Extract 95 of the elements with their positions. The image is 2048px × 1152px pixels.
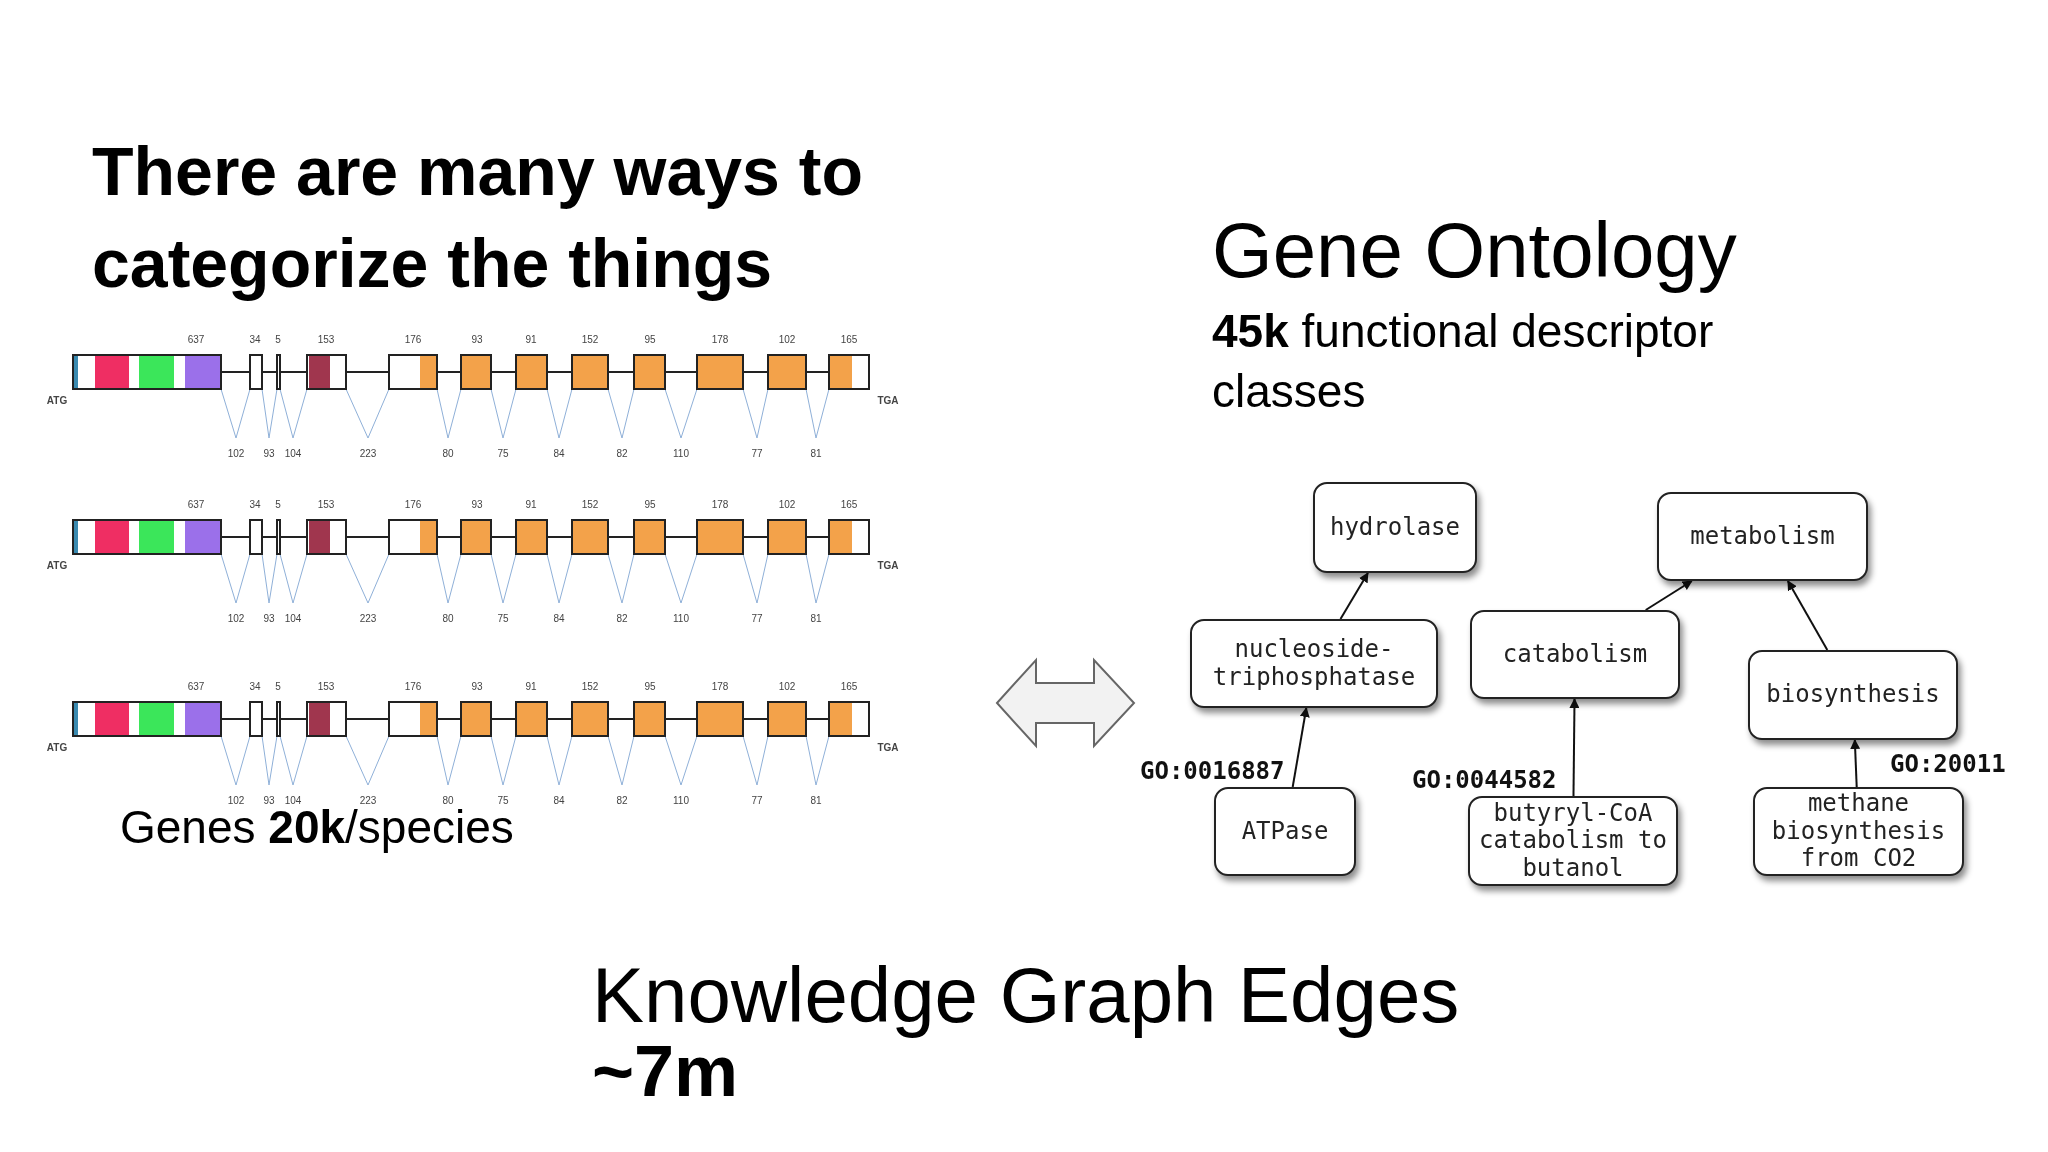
codon-label: TGA: [877, 395, 899, 406]
slide-title: There are many ways to categorize the things: [92, 132, 864, 303]
section-heading: Gene Ontology: [1212, 205, 1737, 296]
intron-length-label: 110: [673, 448, 689, 459]
intron-length-label: 81: [810, 448, 822, 459]
intron-length-label: 93: [263, 613, 275, 624]
exon-length-label: 93: [471, 499, 483, 510]
term-box: hydrolase: [1313, 482, 1477, 573]
intron-length-label: 82: [616, 795, 628, 806]
go-id-label: GO:20011: [1890, 750, 2006, 778]
exon-length-label: 153: [317, 499, 335, 510]
intron-length-label: 110: [673, 613, 689, 624]
exon-length-label: 95: [644, 681, 656, 692]
exon-length-label: 5: [275, 334, 281, 345]
intron-length-label: 80: [442, 795, 454, 806]
term-box: metabolism: [1657, 492, 1868, 581]
exon-length-label: 178: [711, 681, 729, 692]
intron-length-label: 104: [284, 613, 302, 624]
arrow: [1786, 580, 1829, 651]
intron-length-label: 81: [810, 795, 822, 806]
arrow: [1850, 739, 1861, 788]
intron-length-label: 223: [359, 613, 377, 624]
exon-length-label: 5: [275, 499, 281, 510]
exon-length-label: 637: [187, 334, 205, 345]
exon-length-label: 176: [404, 499, 422, 510]
description-text: 45k functional descriptor classes: [1212, 304, 1715, 419]
exon-length-label: 153: [317, 334, 335, 345]
intron-length-label: 81: [810, 613, 822, 624]
intron-length-label: 110: [673, 795, 689, 806]
exon-length-label: 93: [471, 334, 483, 345]
codon-label: ATG: [46, 742, 68, 753]
arrow: [1644, 580, 1693, 611]
exon-length-label: 91: [525, 681, 537, 692]
exon-length-label: 176: [404, 334, 422, 345]
intron-length-label: 104: [284, 448, 302, 459]
intron-length-label: 102: [227, 448, 245, 459]
intron-length-label: 80: [442, 448, 454, 459]
codon-label: ATG: [46, 560, 68, 571]
intron-length-label: 223: [359, 448, 377, 459]
exon-length-label: 178: [711, 334, 729, 345]
exon-length-label: 637: [187, 499, 205, 510]
exon-length-label: 165: [840, 681, 858, 692]
exon-length-label: 91: [525, 499, 537, 510]
exon-length-label: 637: [187, 681, 205, 692]
go-id-label: GO:0044582: [1412, 766, 1557, 794]
exon-length-label: 95: [644, 499, 656, 510]
intron-length-label: 75: [497, 613, 509, 624]
intron-length-label: 223: [359, 795, 377, 806]
exon-length-label: 95: [644, 334, 656, 345]
intron-length-label: 104: [284, 795, 302, 806]
exon-length-label: 34: [249, 681, 261, 692]
arrow: [1339, 572, 1369, 620]
codon-label: TGA: [877, 742, 899, 753]
intron-length-label: 84: [553, 448, 565, 459]
exon-length-label: 5: [275, 681, 281, 692]
exon-length-label: 176: [404, 681, 422, 692]
intron-length-label: 75: [497, 448, 509, 459]
intron-length-label: 102: [227, 795, 245, 806]
term-box: methane biosynthesis from CO2: [1753, 787, 1964, 876]
arrow: [1291, 707, 1310, 788]
intron-length-label: 82: [616, 613, 628, 624]
term-box: ATPase: [1214, 787, 1356, 876]
intron-length-label: 82: [616, 448, 628, 459]
intron-length-label: 75: [497, 795, 509, 806]
intron-length-label: 77: [751, 448, 763, 459]
exon-length-label: 152: [581, 681, 599, 692]
exon-length-label: 102: [778, 334, 796, 345]
intron-length-label: 93: [263, 795, 275, 806]
intron-length-label: 77: [751, 795, 763, 806]
exon-length-label: 102: [778, 499, 796, 510]
codon-label: TGA: [877, 560, 899, 571]
exon-length-label: 102: [778, 681, 796, 692]
term-box: butyryl-CoA catabolism to butanol: [1468, 796, 1678, 886]
exon-length-label: 165: [840, 499, 858, 510]
exon-length-label: 152: [581, 334, 599, 345]
exon-length-label: 34: [249, 499, 261, 510]
intron-length-label: 80: [442, 613, 454, 624]
exon-length-label: 153: [317, 681, 335, 692]
intron-length-label: 93: [263, 448, 275, 459]
exon-length-label: 91: [525, 334, 537, 345]
arrow: [1569, 698, 1580, 797]
go-id-label: GO:0016887: [1140, 757, 1285, 785]
intron-length-label: 77: [751, 613, 763, 624]
exon-length-label: 178: [711, 499, 729, 510]
exon-length-label: 152: [581, 499, 599, 510]
term-box: nucleoside-triphosphatase: [1190, 619, 1438, 708]
intron-length-label: 102: [227, 613, 245, 624]
exon-length-label: 165: [840, 334, 858, 345]
intron-length-label: 84: [553, 613, 565, 624]
exon-length-label: 93: [471, 681, 483, 692]
intron-length-label: 84: [553, 795, 565, 806]
exon-length-label: 34: [249, 334, 261, 345]
term-box: catabolism: [1470, 610, 1680, 699]
codon-label: ATG: [46, 395, 68, 406]
term-box: biosynthesis: [1748, 650, 1958, 740]
